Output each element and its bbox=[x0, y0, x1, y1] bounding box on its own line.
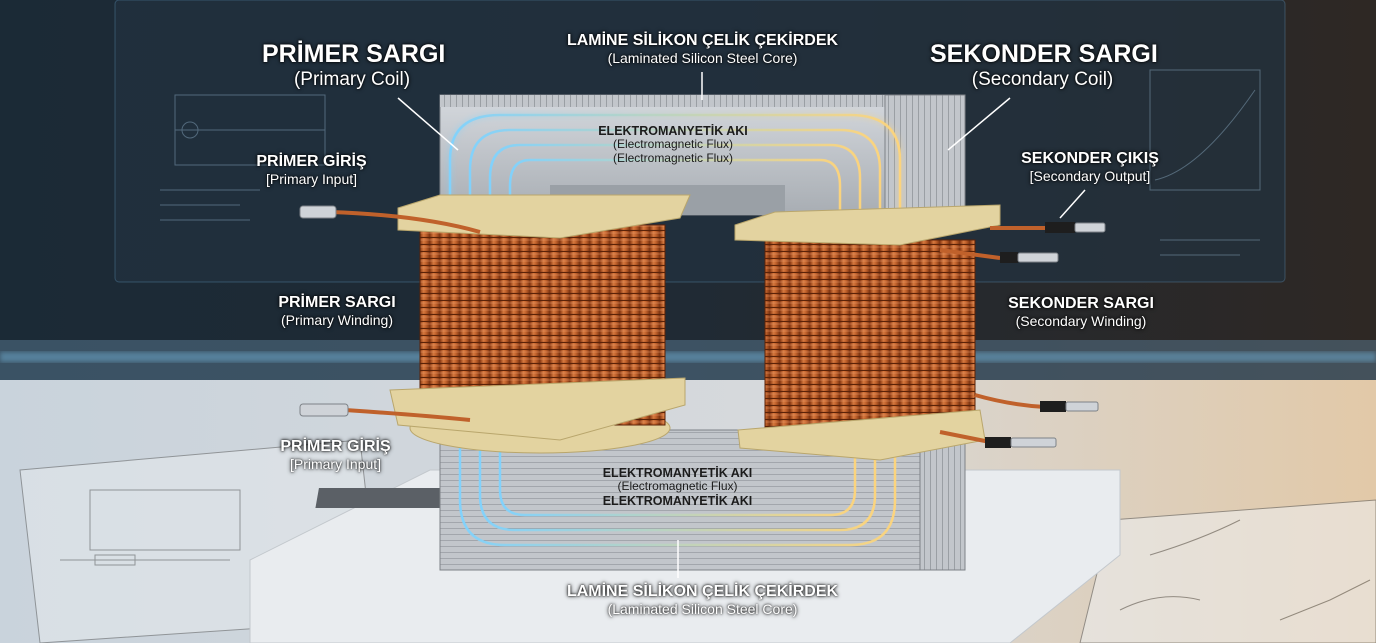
primary-input-bottom-title: PRİMER GİRİŞ bbox=[280, 438, 391, 455]
flux-bottom-subtitle: (Electromagnetic Flux) bbox=[617, 479, 738, 494]
secondary-bobbin-top bbox=[734, 204, 1001, 246]
secondary-coil-subtitle: (Secondary Coil) bbox=[971, 68, 1114, 90]
core-bottom-label: LAMİNE SİLİKON ÇELİK ÇEKİRDEK (Laminated… bbox=[540, 583, 865, 617]
flux-bottom-title: ELEKTROMANYETİK AKI bbox=[602, 466, 753, 480]
primary-input-lead-bottom bbox=[344, 408, 471, 422]
primary-coil-label: PRİMER SARGI (Primary Coil) bbox=[262, 40, 446, 91]
primary-input-top-label: PRİMER GİRİŞ [Primary Input] bbox=[244, 153, 379, 187]
primary-input-top-subtitle: [Primary Input] bbox=[265, 171, 358, 188]
core-bottom-subtitle: (Laminated Silicon Steel Core) bbox=[607, 601, 798, 618]
core-top-label: LAMİNE SİLİKON ÇELİK ÇEKİRDEK (Laminated… bbox=[530, 32, 875, 66]
primary-coil-subtitle: (Primary Coil) bbox=[293, 68, 411, 90]
primary-input-terminal-top bbox=[299, 205, 337, 219]
secondary-coil-label: SEKONDER SARGI (Secondary Coil) bbox=[930, 40, 1158, 91]
primary-bobbin-bottom bbox=[389, 377, 686, 441]
secondary-winding-label: SEKONDER SARGI (Secondary Winding) bbox=[996, 295, 1166, 329]
primary-winding-title: PRİMER SARGI bbox=[278, 294, 396, 311]
primary-input-top-title: PRİMER GİRİŞ bbox=[256, 153, 367, 170]
flux-bottom-title-2: ELEKTROMANYETİK AKI bbox=[602, 494, 753, 509]
primary-input-terminal-bottom bbox=[299, 403, 349, 417]
primary-winding-subtitle: (Primary Winding) bbox=[280, 312, 393, 329]
primary-input-bottom-subtitle: [Primary Input] bbox=[289, 456, 382, 473]
primary-input-bottom-label: PRİMER GİRİŞ [Primary Input] bbox=[268, 438, 403, 472]
core-top-title: LAMİNE SİLİKON ÇELİK ÇEKİRDEK bbox=[566, 32, 839, 49]
secondary-output-title: SEKONDER ÇIKIŞ bbox=[1021, 150, 1159, 167]
blueprint-chart-right bbox=[1149, 69, 1261, 256]
secondary-winding-subtitle: (Secondary Winding) bbox=[1015, 313, 1147, 330]
paper-graph-right bbox=[1079, 499, 1376, 643]
secondary-output-terminals bbox=[985, 222, 1106, 448]
primary-bobbin-top bbox=[397, 194, 691, 239]
flux-top-label: ELEKTROMANYETİK AKI (Electromagnetic Flu… bbox=[588, 124, 758, 166]
flux-top-subtitle-1: (Electromagnetic Flux) bbox=[612, 137, 734, 152]
core-top-subtitle: (Laminated Silicon Steel Core) bbox=[607, 50, 798, 67]
secondary-coil-title: SEKONDER SARGI bbox=[930, 40, 1158, 68]
flux-top-title: ELEKTROMANYETİK AKI bbox=[598, 124, 748, 138]
core-bottom-title: LAMİNE SİLİKON ÇELİK ÇEKİRDEK bbox=[566, 583, 839, 600]
secondary-winding-title: SEKONDER SARGI bbox=[1008, 295, 1154, 312]
secondary-output-leads bbox=[939, 226, 1046, 444]
secondary-output-label: SEKONDER ÇIKIŞ [Secondary Output] bbox=[1010, 150, 1170, 184]
blueprint-schematic-left bbox=[160, 94, 326, 221]
leader-lines bbox=[397, 72, 1086, 578]
secondary-output-subtitle: [Secondary Output] bbox=[1029, 168, 1151, 185]
primary-input-lead-top bbox=[329, 210, 481, 234]
flux-top-subtitle-2: (Electromagnetic Flux) bbox=[612, 151, 734, 166]
primary-winding-label: PRİMER SARGI (Primary Winding) bbox=[262, 294, 412, 328]
secondary-bobbin-bottom bbox=[737, 409, 986, 461]
primary-coil-title: PRİMER SARGI bbox=[262, 40, 446, 68]
flux-bottom-label: ELEKTROMANYETİK AKI (Electromagnetic Flu… bbox=[590, 466, 765, 509]
secondary-winding bbox=[764, 239, 976, 431]
